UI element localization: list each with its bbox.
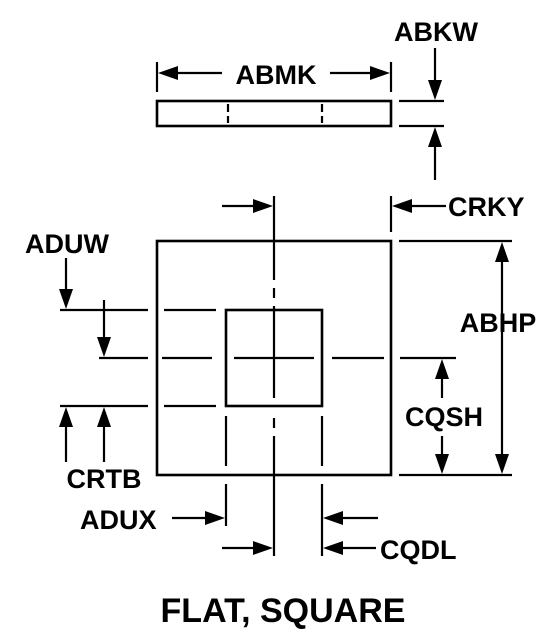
crky-label: CRKY	[448, 192, 525, 222]
cqsh-label: CQSH	[405, 402, 483, 432]
diagram-caption: FLAT, SQUARE	[161, 592, 406, 630]
crtb-label: CRTB	[67, 464, 142, 494]
aduw-dimension	[59, 258, 111, 357]
adux-label: ADUX	[80, 505, 157, 535]
aduw-label: ADUW	[25, 229, 109, 259]
adux-dimension	[172, 511, 273, 555]
cqdl-dimension	[323, 511, 378, 555]
inner-extension-vertical	[224, 416, 324, 556]
cqdl-label: CQDL	[380, 535, 457, 565]
abkw-dimension	[399, 48, 444, 180]
abmk-dimension	[155, 62, 393, 92]
side-view-plate	[155, 99, 393, 128]
crky-dimension	[222, 196, 446, 232]
crtb-dimension	[59, 407, 111, 462]
cqsh-dimension	[435, 359, 449, 474]
abhp-dimension	[399, 239, 512, 477]
abmk-label: ABMK	[236, 60, 317, 90]
abkw-label: ABKW	[394, 17, 478, 47]
abhp-label: ABHP	[460, 308, 537, 338]
